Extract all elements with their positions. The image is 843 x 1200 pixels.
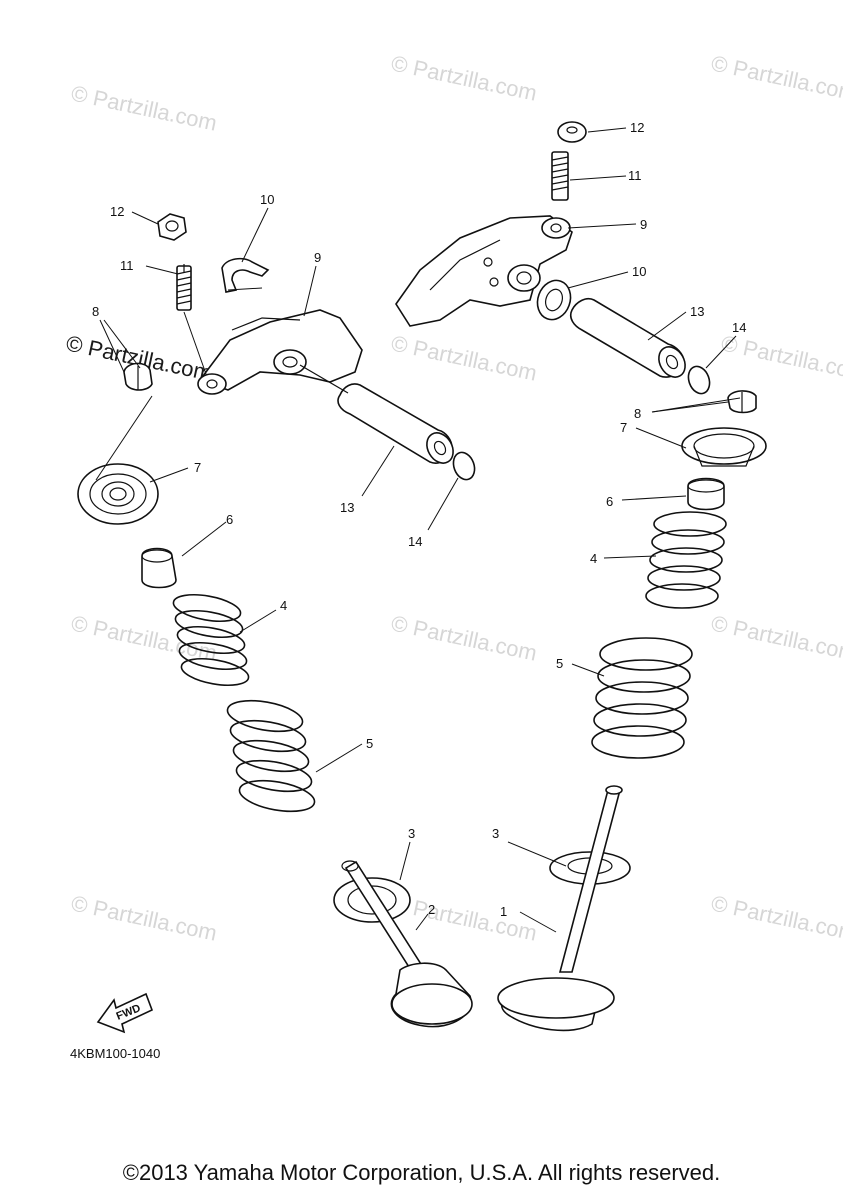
spring-retainer-left (77, 463, 159, 525)
o-ring-left (452, 451, 476, 481)
callout-11: 11 (120, 258, 134, 273)
adjusting-screw-left (176, 264, 192, 311)
callout-11: 11 (628, 168, 642, 183)
watermark: © Partzilla.com (389, 50, 539, 105)
callout-2: 2 (428, 902, 435, 917)
watermark: © Partzilla.com (389, 890, 539, 945)
watermark: © Partzilla.com (69, 80, 219, 135)
watermark: © Partzilla.com (389, 330, 539, 385)
valve-cotter-right (727, 390, 757, 414)
callout-8: 8 (92, 304, 99, 319)
callout-14: 14 (408, 534, 422, 549)
callout-13: 13 (690, 304, 704, 319)
callout-7: 7 (194, 460, 201, 475)
washer-right (536, 279, 572, 321)
callout-12: 12 (110, 204, 124, 219)
callout-10: 10 (632, 264, 646, 279)
callout-5: 5 (366, 736, 373, 751)
callout-6: 6 (226, 512, 233, 527)
callout-3: 3 (408, 826, 415, 841)
callout-7: 7 (620, 420, 627, 435)
rocker-shaft-right (569, 297, 686, 378)
callout-12: 12 (630, 120, 644, 135)
watermark: © Partzilla.com (719, 330, 843, 385)
diagram-code: 4KBM100-1040 (70, 1046, 160, 1061)
rocker-arm-left (197, 309, 363, 395)
watermark: © Partzilla.com (389, 610, 539, 665)
callout-13: 13 (340, 500, 354, 515)
callout-10: 10 (260, 192, 274, 207)
callout-4: 4 (590, 551, 597, 566)
callout-5: 5 (556, 656, 563, 671)
callout-8: 8 (634, 406, 641, 421)
valve-cotter-left (123, 362, 153, 391)
valve-spring-outer-right (591, 637, 693, 759)
watermark: © Partzilla.com (69, 890, 219, 945)
watermark-layer: © Partzilla.com © Partzilla.com © Partzi… (64, 50, 843, 945)
valve-stem-seal-left (141, 547, 177, 589)
callout-6: 6 (606, 494, 613, 509)
callout-4: 4 (280, 598, 287, 613)
rocker-arm-right (395, 215, 573, 327)
valve-stem-seal-right (687, 477, 725, 511)
callout-14: 14 (732, 320, 746, 335)
callout-1: 1 (500, 904, 507, 919)
nut-left (157, 213, 187, 241)
leader-lines (95, 127, 741, 933)
copyright-notice: ©2013 Yamaha Motor Corporation, U.S.A. A… (122, 1160, 721, 1185)
valve-spring-outer-left (226, 699, 316, 813)
callout-9: 9 (314, 250, 321, 265)
valve-spring-inner-right (645, 511, 727, 609)
clip-left (221, 257, 270, 293)
watermark: © Partzilla.com (709, 890, 843, 945)
callout-9: 9 (640, 217, 647, 232)
callout-numbers: 1 2 3 3 4 4 5 5 6 6 7 7 8 8 9 9 10 10 11… (92, 120, 746, 919)
exhaust-valve (497, 785, 623, 1032)
spring-retainer-right (681, 427, 767, 467)
nut-right (557, 121, 587, 143)
intake-valve (341, 860, 473, 1028)
watermark: © Partzilla.com (709, 50, 843, 105)
adjusting-screw-right (551, 151, 569, 201)
o-ring-right (687, 365, 711, 395)
callout-3: 3 (492, 826, 499, 841)
rocker-shaft-left (299, 364, 454, 464)
watermark: © Partzilla.com (709, 610, 843, 665)
fwd-arrow-icon: FWD (96, 992, 154, 1034)
